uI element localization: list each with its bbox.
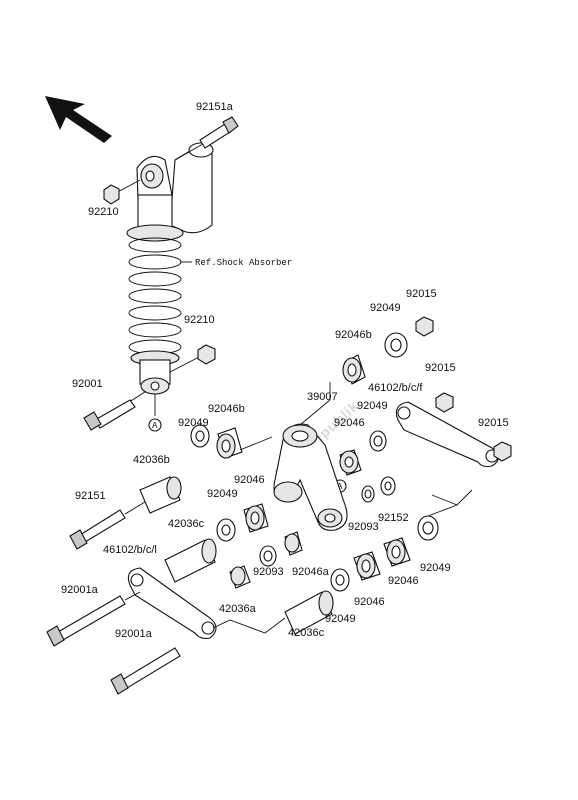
part-label-42036a: 42036a (219, 603, 257, 615)
part-label-92151a: 92151a (196, 101, 234, 113)
part-label-42036b: 42036b (133, 454, 170, 466)
part-label-92093-bottom: 92093 (253, 566, 284, 578)
part-label-46102-bcl: 46102/b/c/l (103, 544, 157, 556)
part-label-42036c-top: 42036c (168, 518, 205, 530)
part-label-92015-right: 92015 (478, 417, 509, 429)
bearing-92046a (284, 531, 303, 556)
collar-42036b (139, 476, 182, 514)
bolt-92151 (69, 501, 146, 550)
nut-92015-top (415, 316, 434, 337)
washer-92049-top (384, 332, 408, 358)
part-label-92046b-top: 92046b (335, 329, 372, 341)
nut-92210-mid (169, 344, 216, 373)
part-label-92093-right: 92093 (348, 521, 379, 533)
tie-rod-46102-bcl (127, 567, 217, 639)
part-label-92046-right: 92046 (388, 575, 419, 587)
collar-42036c-top (164, 538, 217, 583)
washer-92093-right (361, 485, 375, 503)
part-label-92046b-left: 92046b (208, 403, 245, 415)
part-label-92046-mid: 92046 (334, 417, 365, 429)
part-label-92015-top: 92015 (406, 288, 437, 300)
bearing-92046b-top (342, 354, 366, 385)
part-label-92210-mid: 92210 (184, 314, 215, 326)
part-label-92001a-bottom: 92001a (115, 628, 153, 640)
nut-92015-mid (435, 392, 454, 413)
bolt-92001a-bottom (110, 647, 181, 695)
part-label-46102-bcf: 46102/b/c/f (368, 382, 423, 394)
part-label-92001: 92001 (72, 378, 103, 390)
collar-42036c-bottom (284, 590, 334, 635)
part-label-92049-mid-right: 92049 (357, 400, 388, 412)
washer-92049-left (190, 424, 210, 448)
washer-92049-mid-right (369, 430, 387, 452)
part-label-92049-right: 92049 (420, 562, 451, 574)
part-label-92046a: 92046a (292, 566, 330, 578)
washer-92093-bottom (259, 545, 277, 567)
part-label-92049-left2: 92049 (207, 488, 238, 500)
direction-arrow-icon (45, 96, 112, 143)
bearing-92046-mid (339, 449, 362, 476)
shock-absorber (126, 142, 214, 416)
nut-92015-right (493, 441, 512, 462)
ref-shock-absorber-label: Ref.Shock Absorber (195, 258, 292, 268)
leader-lines (212, 399, 473, 634)
bearing-92046-right (383, 537, 411, 567)
nut-92210-top (103, 179, 141, 205)
part-label-92046-bottom: 92046 (354, 596, 385, 608)
part-label-92015-mid: 92015 (425, 362, 456, 374)
part-label-92046-left: 92046 (234, 474, 265, 486)
rocker-arm-39007 (273, 423, 348, 531)
part-label-92210-top: 92210 (88, 206, 119, 218)
part-label-92151: 92151 (75, 490, 106, 502)
bearing-92046-bottom (353, 551, 381, 581)
part-label-39007: 39007 (307, 391, 338, 403)
bearing-92046b-left (216, 427, 243, 459)
washer-92049-bottom (330, 568, 350, 592)
marker-a-right-label: A (337, 482, 343, 492)
part-label-92001a-top: 92001a (61, 584, 99, 596)
washer-92152 (380, 476, 396, 496)
bolt-92151a (174, 116, 239, 161)
tie-rod-46102-bcf (395, 401, 500, 468)
part-label-92049-left: 92049 (178, 417, 209, 429)
part-label-42036c-bottom: 42036c (288, 627, 325, 639)
collar-42036a (229, 565, 251, 589)
bolt-92001a-top (46, 591, 141, 647)
bearing-92046-left (243, 503, 269, 533)
bolt-92001 (83, 391, 146, 431)
marker-a-left-label: A (152, 421, 158, 431)
washer-92049-right (417, 515, 439, 541)
part-label-92152: 92152 (378, 512, 409, 524)
part-label-92049-bottom: 92049 (325, 613, 356, 625)
washer-92049-left2 (216, 518, 236, 542)
marker-a-left: A (148, 418, 162, 432)
part-label-92049-top: 92049 (370, 302, 401, 314)
